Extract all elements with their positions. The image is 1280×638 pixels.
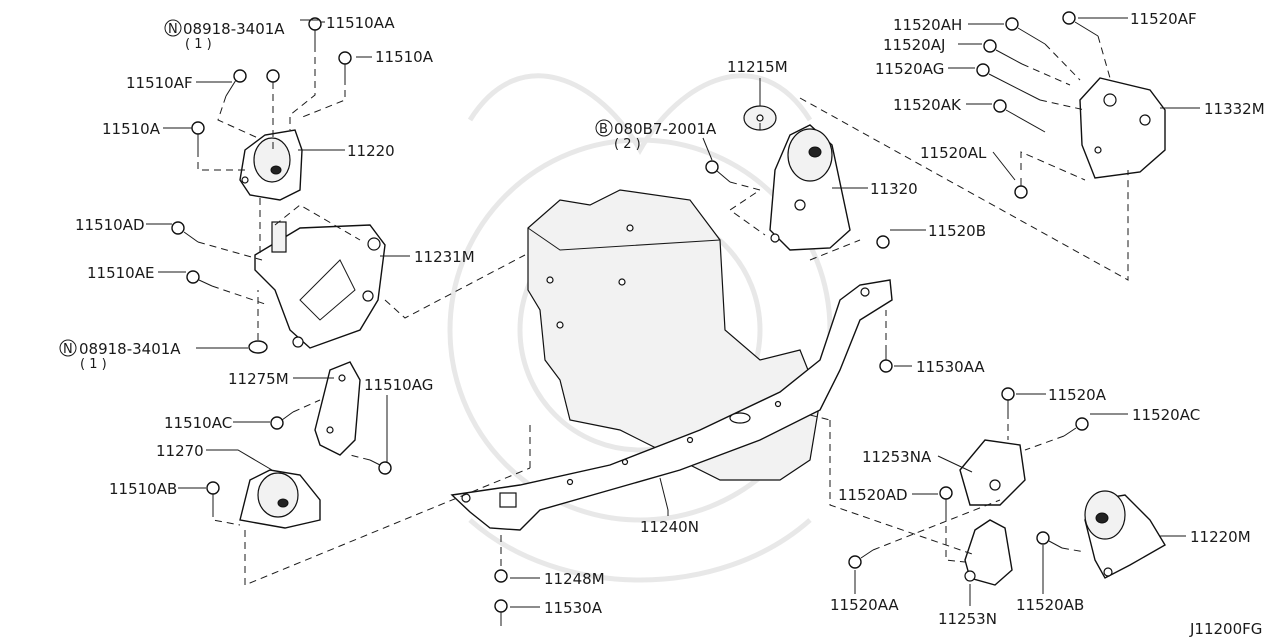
label-11520AK: 11520AK — [893, 96, 962, 114]
label-11510AB: 11510AB — [109, 480, 177, 498]
label-11520AL: 11520AL — [920, 144, 987, 162]
label-11253N: 11253N — [938, 610, 997, 628]
crossmember — [450, 279, 893, 531]
label-11510AD: 11510AD — [75, 216, 145, 234]
bracket-11231M — [254, 221, 386, 349]
qty-080B7-2001A: ( 2 ) — [614, 137, 641, 152]
label-11220M: 11220M — [1190, 528, 1251, 546]
label-11510AA: 11510AA — [326, 14, 395, 32]
label-11510AC: 11510AC — [164, 414, 232, 432]
label-11240N: 11240N — [640, 518, 699, 536]
label-11520A: 11520A — [1048, 386, 1107, 404]
label-08918-3401A-top: 08918-3401A — [183, 20, 285, 38]
label-11248M: 11248M — [544, 570, 605, 588]
label-11520AJ: 11520AJ — [883, 36, 945, 54]
fasteners — [171, 11, 1099, 626]
label-11520AF: 11520AF — [1130, 10, 1197, 28]
prefix-n-top: N — [168, 22, 178, 37]
part-labels: N 08918-3401A ( 1 ) 11510AA 11510A 11510… — [59, 10, 1265, 638]
prefix-b: B — [599, 122, 608, 137]
qty-08918-3401A-top: ( 1 ) — [185, 37, 212, 52]
label-11520AH: 11520AH — [893, 16, 962, 34]
circled-n-icon — [59, 339, 77, 357]
label-11520AC: 11520AC — [1132, 406, 1200, 424]
qty-08918-3401A-bottom: ( 1 ) — [80, 357, 107, 372]
figure-code: J11200FG — [1189, 620, 1262, 638]
bracket-11275M — [314, 361, 361, 456]
mount-11220 — [239, 129, 303, 201]
assembly-dash-lines — [197, 35, 1129, 586]
label-11332M: 11332M — [1204, 100, 1265, 118]
label-11530A: 11530A — [544, 599, 603, 617]
label-11270: 11270 — [156, 442, 204, 460]
label-08918-3401A-bottom: 08918-3401A — [79, 340, 181, 358]
mount-11320 — [743, 105, 851, 251]
mount-11220M — [1084, 490, 1166, 579]
label-11530AA: 11530AA — [916, 358, 985, 376]
label-11231M: 11231M — [414, 248, 475, 266]
label-11520B: 11520B — [928, 222, 986, 240]
label-11215M: 11215M — [727, 58, 788, 76]
label-11520AB: 11520AB — [1016, 596, 1084, 614]
bracket-11253N — [964, 519, 1013, 586]
label-11520AD: 11520AD — [838, 486, 908, 504]
label-11275M: 11275M — [228, 370, 289, 388]
label-11510AE: 11510AE — [87, 264, 154, 282]
label-11510A-top: 11510A — [375, 48, 434, 66]
mount-11270 — [239, 469, 321, 529]
label-080B7-2001A: 080B7-2001A — [614, 120, 717, 138]
circled-b-icon — [595, 119, 613, 137]
circled-n-icon — [164, 19, 182, 37]
leader-lines — [146, 17, 1200, 608]
label-11510A-left: 11510A — [102, 120, 161, 138]
label-11510AG: 11510AG — [364, 376, 433, 394]
label-11520AG: 11520AG — [875, 60, 944, 78]
label-11220: 11220 — [347, 142, 395, 160]
prefix-n-bottom: N — [63, 342, 73, 357]
label-11510AF: 11510AF — [126, 74, 193, 92]
label-11320: 11320 — [870, 180, 918, 198]
label-11520AA: 11520AA — [830, 596, 899, 614]
bracket-11332M — [1079, 77, 1166, 179]
label-11253NA: 11253NA — [862, 448, 932, 466]
bracket-11253NA — [959, 439, 1026, 506]
